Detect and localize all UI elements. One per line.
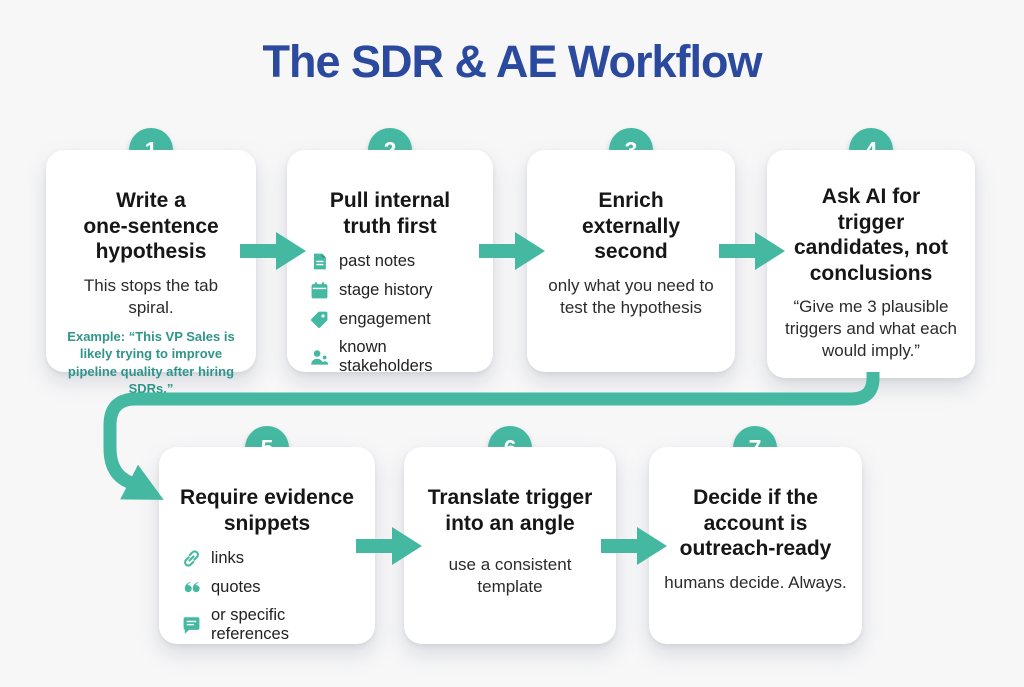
- step-6-body: use a consistent template: [448, 555, 572, 596]
- link-icon: [181, 548, 201, 568]
- step-4-body: “Give me 3 plausible triggers and what e…: [785, 297, 957, 360]
- people-icon: [309, 347, 329, 367]
- arrow-step5-to-step6-icon: [356, 524, 422, 568]
- step-card-6: Translate trigger into an angle use a co…: [404, 447, 616, 644]
- list-item-label: links: [211, 548, 245, 567]
- step-card-4: Ask AI for trigger candidates, not concl…: [767, 150, 975, 378]
- list-item-label: or specific references: [211, 606, 289, 644]
- arrow-step6-to-step7-icon: [601, 524, 667, 568]
- step-1-title: Write a one-sentence hypothesis: [83, 189, 219, 264]
- step-2-list: past notes stage history engagement know…: [309, 251, 481, 376]
- page-title: The SDR & AE Workflow: [262, 36, 762, 87]
- list-item: known stakeholders: [309, 338, 481, 376]
- step-card-5: Require evidence snippets links quotes o…: [159, 447, 375, 644]
- calendar-icon: [309, 280, 329, 300]
- list-item: engagement: [309, 309, 481, 329]
- step-5-title: Require evidence snippets: [180, 486, 354, 535]
- list-item-label: quotes: [211, 577, 261, 596]
- list-item-label: known stakeholders: [339, 338, 433, 376]
- step-7-body: humans decide. Always.: [664, 572, 847, 592]
- step-card-2: Pull internal truth first past notes sta…: [287, 150, 493, 375]
- list-item: quotes: [181, 577, 363, 597]
- note-icon: [309, 251, 329, 271]
- step-5-list: links quotes or specific references: [181, 548, 363, 644]
- step-1-example: Example: “This VP Sales is likely trying…: [67, 329, 235, 396]
- list-item-label: past notes: [339, 251, 416, 270]
- step-card-3: Enrich externally second only what you n…: [527, 150, 735, 372]
- list-item: or specific references: [181, 606, 363, 644]
- list-item: past notes: [309, 251, 481, 271]
- step-3-title: Enrich externally second: [581, 189, 681, 264]
- list-item-label: engagement: [339, 309, 431, 328]
- step-6-title: Translate trigger into an angle: [427, 486, 593, 535]
- arrow-step3-to-step4-icon: [719, 229, 785, 273]
- comment-icon: [181, 615, 201, 635]
- step-3-body: only what you need to test the hypothesi…: [548, 275, 714, 317]
- quote-icon: [181, 577, 201, 597]
- tag-icon: [309, 309, 329, 329]
- list-item: links: [181, 548, 363, 568]
- arrow-step1-to-step2-icon: [240, 229, 306, 273]
- step-card-1: Write a one-sentence hypothesis This sto…: [46, 150, 256, 396]
- step-7-title: Decide if the account is outreach-ready: [679, 486, 832, 561]
- arrow-step2-to-step3-icon: [479, 229, 545, 273]
- list-item-label: stage history: [339, 280, 433, 299]
- step-2-title: Pull internal truth first: [329, 189, 451, 238]
- step-1-body: This stops the tab spiral.: [83, 275, 219, 317]
- step-4-title: Ask AI for trigger candidates, not concl…: [793, 185, 949, 285]
- list-item: stage history: [309, 280, 481, 300]
- step-card-7: Decide if the account is outreach-ready …: [649, 447, 862, 644]
